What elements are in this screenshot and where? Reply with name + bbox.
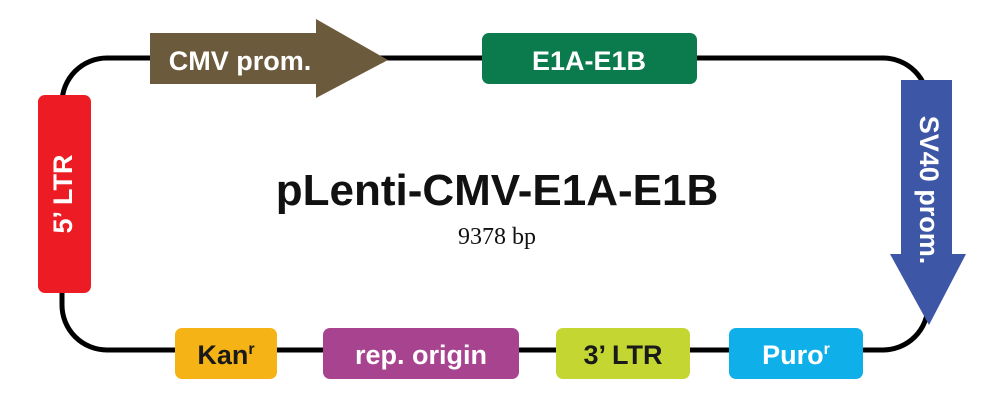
kan-label-superscript: r (248, 341, 254, 358)
ltr3-feature: 3’ LTR (556, 328, 690, 379)
e1a-e1b-feature: E1A-E1B (482, 33, 697, 84)
kan-feature: Kanr (175, 328, 277, 379)
rep-origin-box (323, 328, 519, 379)
ltr5-feature: 5’ LTR (38, 95, 91, 293)
puro-label: Puror (762, 340, 830, 370)
kan-box (175, 328, 277, 379)
plasmid-name: pLenti-CMV-E1A-E1B (276, 166, 718, 215)
puro-label-main: Puro (762, 340, 824, 370)
ltr3-label: 3’ LTR (583, 340, 662, 370)
rep-origin-feature: rep. origin (323, 328, 519, 379)
cmv-promoter-feature: CMV prom. (150, 19, 388, 98)
puro-label-superscript: r (824, 341, 830, 358)
puro-feature: Puror (729, 328, 863, 379)
ltr3-box (556, 328, 690, 379)
kan-label: Kanr (197, 340, 254, 370)
e1a-e1b-box (482, 33, 697, 84)
plasmid-size: 9378 bp (458, 224, 536, 250)
ltr5-box (38, 95, 91, 293)
cmv-promoter-label: CMV prom. (169, 46, 312, 76)
kan-label-main: Kan (197, 340, 248, 370)
puro-box (729, 328, 863, 379)
sv40-promoter-feature: SV40 prom. (890, 80, 966, 325)
e1a-e1b-label: E1A-E1B (532, 46, 646, 76)
rep-origin-label: rep. origin (355, 340, 487, 370)
sv40-promoter-arrow (890, 80, 966, 325)
ltr5-label: 5’ LTR (48, 154, 78, 233)
cmv-promoter-arrow (150, 19, 388, 98)
sv40-promoter-label: SV40 prom. (914, 116, 944, 265)
